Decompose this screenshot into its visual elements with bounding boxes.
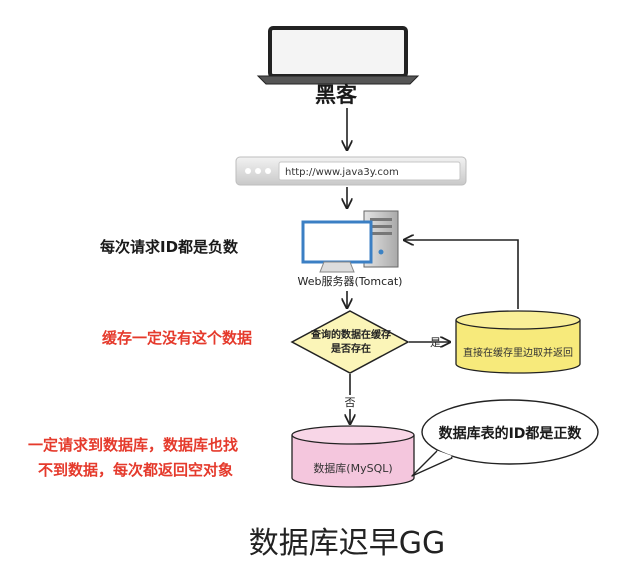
annotation-negative-id: 每次请求ID都是负数: [100, 238, 239, 256]
decision-line1: 查询的数据在缓存: [310, 328, 391, 341]
annotation-db-line1: 一定请求到数据库，数据库也找: [28, 436, 238, 454]
window-dot-icon: [245, 168, 251, 174]
edge-label-yes: 是: [430, 336, 441, 349]
cache-label: 直接在缓存里边取并返回: [463, 346, 573, 359]
database-label: 数据库(MySQL): [313, 461, 392, 475]
footer-title: 数据库迟早GG: [249, 526, 446, 561]
window-dot-icon: [255, 168, 261, 174]
address-bar-url: http://www.java3y.com: [285, 167, 399, 178]
address-bar[interactable]: [278, 161, 461, 181]
server-icon: [301, 210, 399, 273]
annotation-db-line2: 不到数据，每次都返回空对象: [38, 461, 233, 479]
annotation-not-in-cache: 缓存一定没有这个数据: [102, 329, 252, 347]
speech-bubble: 数据库表的ID都是正数: [411, 399, 599, 477]
decision-line2: 是否存在: [330, 342, 371, 355]
window-dot-icon: [265, 168, 271, 174]
edge-label-bg: [343, 395, 357, 409]
laptop-icon: [256, 26, 420, 85]
edge-label-no: 否: [345, 396, 356, 409]
database-cylinder: 数据库(MySQL): [291, 425, 415, 488]
browser-window: http://www.java3y.com: [235, 156, 467, 186]
arrow-cache-to-server: [404, 240, 519, 309]
cache-cylinder: 直接在缓存里边取并返回: [455, 310, 581, 374]
hacker-label: 黑客: [315, 83, 358, 107]
server-label: Web服务器(Tomcat): [298, 275, 403, 288]
annotation-positive-id: 数据库表的ID都是正数: [439, 425, 583, 442]
decision-node: 查询的数据在缓存 是否存在: [290, 310, 410, 374]
